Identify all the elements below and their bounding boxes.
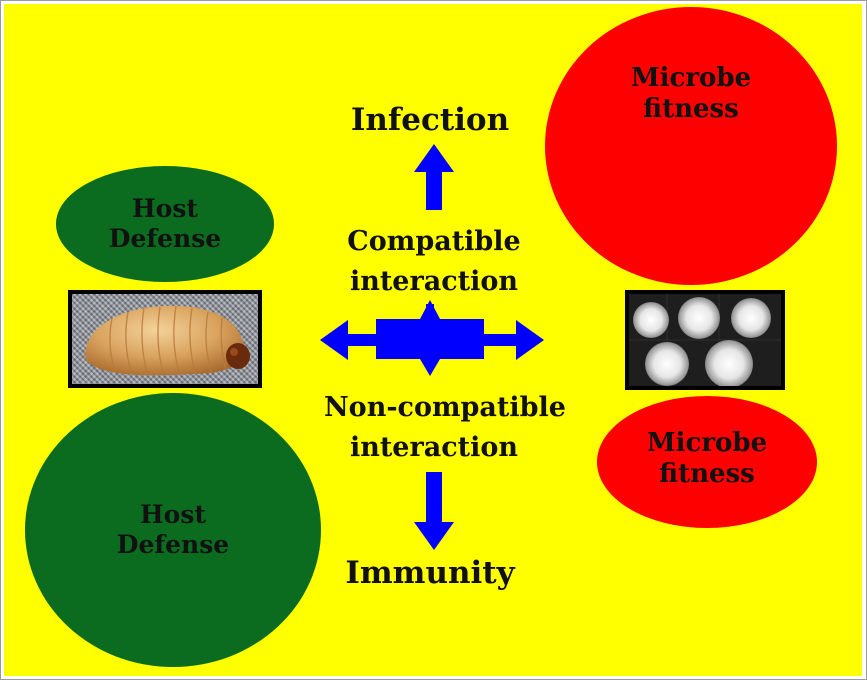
- host-defense-small-node: Host Defense: [56, 166, 274, 282]
- microbe-fitness-small-line1: Microbe: [646, 427, 768, 458]
- larva-photo: [68, 290, 262, 388]
- diagram-canvas: Host Defense Host Defense Microbe fitnes…: [4, 4, 862, 676]
- microbe-fitness-small-line2: fitness: [659, 459, 755, 489]
- four-way-arrow-icon: [320, 300, 544, 376]
- host-defense-large-line2: Defense: [116, 530, 230, 559]
- microbe-fitness-small-node: Microbe fitness: [597, 396, 817, 528]
- microbe-fitness-large-node: Microbe fitness: [545, 7, 837, 285]
- microbe-fitness-large-line2: fitness: [643, 94, 739, 124]
- culture-plate-photo: [625, 290, 785, 390]
- arrow-layer: [320, 144, 544, 550]
- compatible-line1: Compatible: [347, 226, 521, 257]
- noncompatible-line1: Non-compatible: [324, 392, 566, 423]
- infection-label: Infection: [350, 102, 510, 138]
- compatible-line2: interaction: [349, 266, 519, 297]
- compatible-interaction-label: Compatible interaction: [329, 222, 539, 302]
- microbe-fitness-large-line1: Microbe: [630, 62, 752, 93]
- culture-plate-image: [629, 294, 781, 386]
- host-defense-large-node: Host Defense: [25, 393, 321, 667]
- arrow-down-icon: [414, 472, 454, 550]
- host-defense-large-line1: Host: [140, 500, 206, 529]
- noncompatible-line2: interaction: [349, 432, 519, 463]
- noncompatible-interaction-label: Non-compatible interaction: [324, 388, 566, 468]
- host-defense-small-line1: Host: [132, 194, 198, 223]
- arrow-up-icon: [414, 144, 454, 210]
- immunity-label: Immunity: [345, 555, 515, 591]
- host-defense-small-line2: Defense: [108, 224, 222, 253]
- larva-image: [85, 305, 250, 376]
